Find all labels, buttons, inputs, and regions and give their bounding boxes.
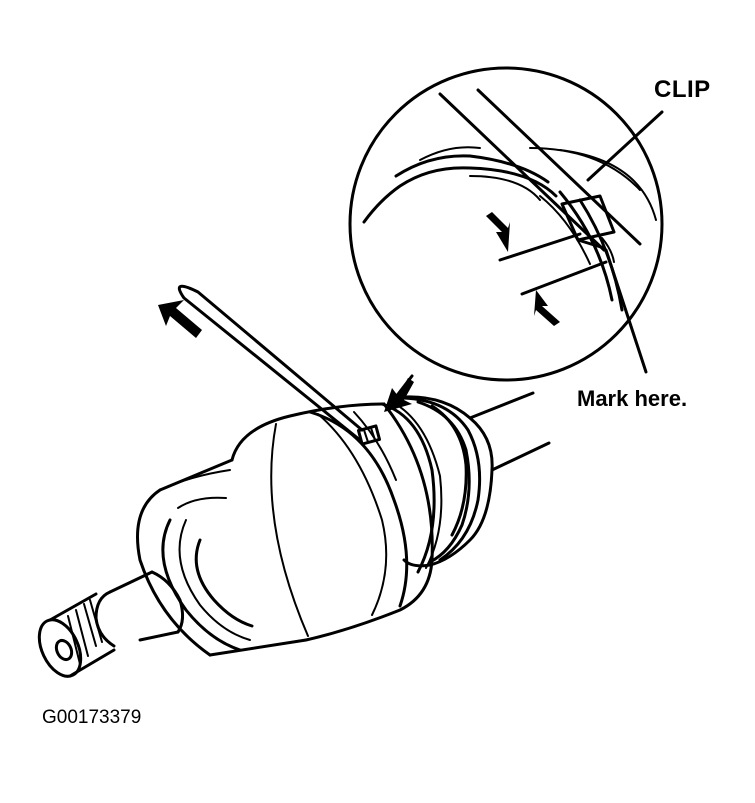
stub-shaft [94, 570, 185, 648]
figure-id: G00173379 [42, 707, 142, 728]
clip-gap-arrow-upper-icon [486, 212, 510, 252]
pick-tool [177, 284, 364, 442]
joint-housing [136, 402, 434, 657]
splined-end [37, 592, 116, 678]
detail-pointer-arrowhead-icon [384, 378, 414, 412]
clip-gap-arrow-lower-icon [534, 290, 560, 326]
clip-label: CLIP [654, 76, 711, 103]
pull-direction-arrow-icon [158, 300, 202, 338]
detail-circle [348, 66, 664, 382]
boot [380, 395, 494, 574]
clip-band [356, 424, 382, 446]
drive-shaft [468, 391, 551, 472]
mark-here-label: Mark here. [577, 386, 688, 411]
